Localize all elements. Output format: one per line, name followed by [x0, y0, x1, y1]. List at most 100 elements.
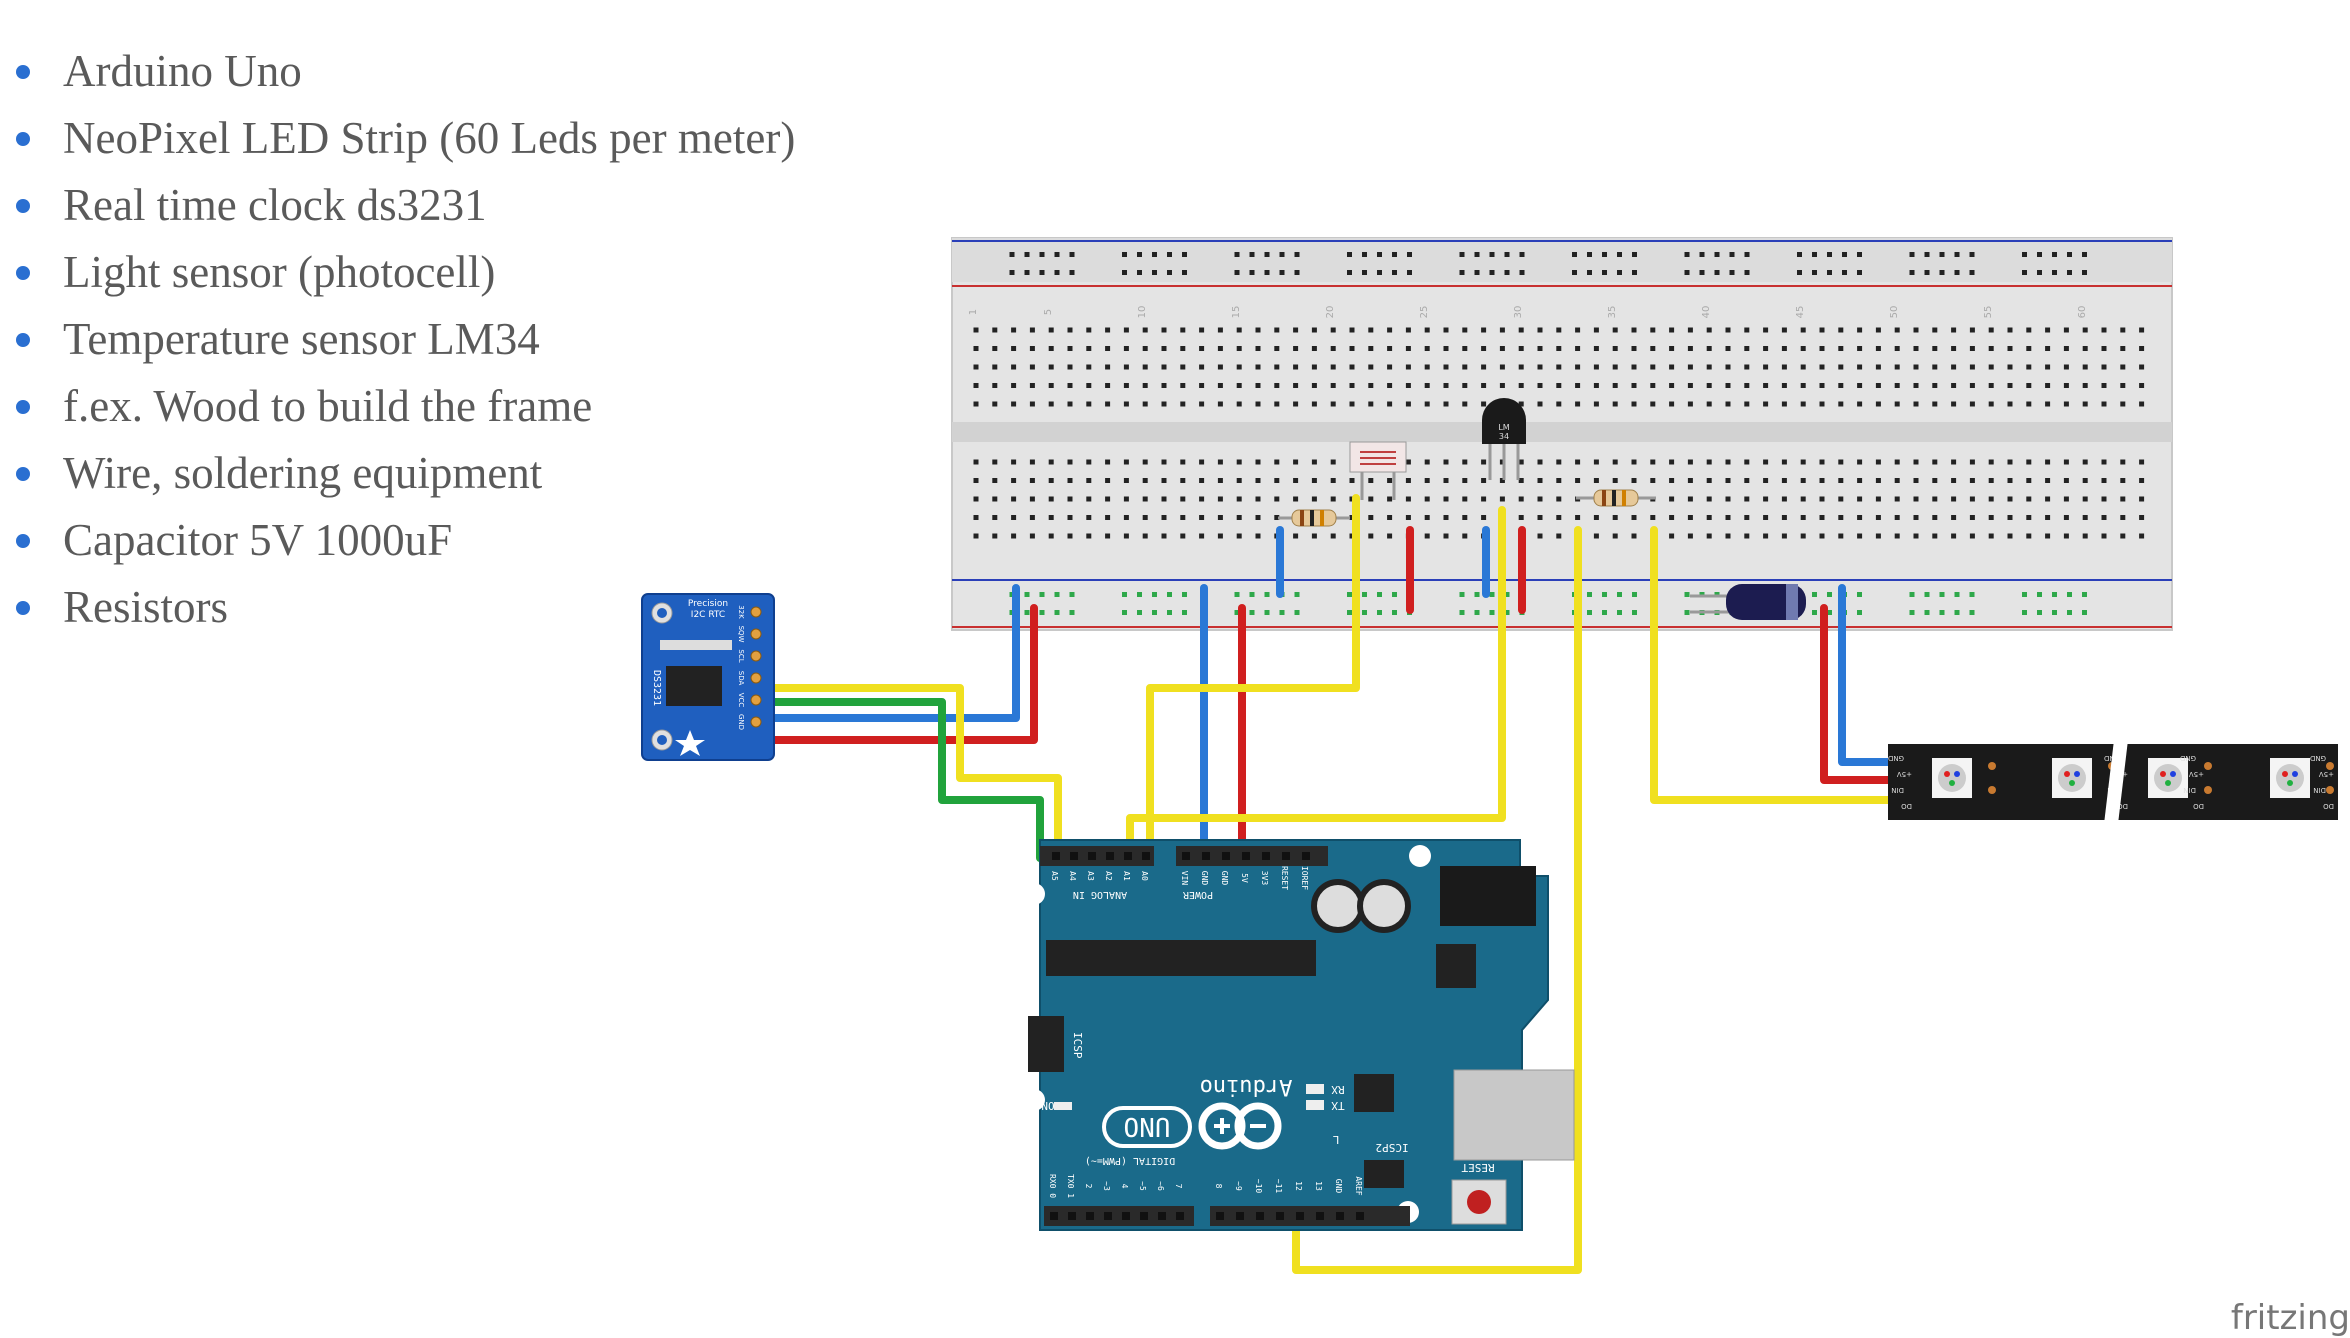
rtc-pin: [750, 716, 762, 728]
svg-text:L: L: [1332, 1133, 1339, 1146]
digital-pin-label: 8: [1214, 1184, 1223, 1189]
strip-label: GND: [2310, 754, 2326, 762]
rtc-pin-label: SCL: [737, 649, 745, 662]
digital-pin-label: RX0 0: [1048, 1174, 1057, 1198]
column-number: 5: [1043, 309, 1054, 315]
wires: [748, 494, 1894, 1274]
column-number: 45: [1795, 306, 1806, 319]
digital-pin-label: GND: [1334, 1179, 1343, 1194]
svg-text:I2C RTC: I2C RTC: [691, 610, 725, 620]
svg-text:LM34: LM34: [1498, 423, 1509, 441]
bullet-text: Real time clock ds3231: [63, 180, 487, 230]
header-hole: [1142, 852, 1150, 860]
bullet-item: NeoPixel LED Strip (60 Leds per meter): [0, 105, 795, 172]
column-number: 50: [1889, 306, 1900, 319]
svg-text:ICSP: ICSP: [1071, 1032, 1084, 1059]
strip-label: DO: [2193, 802, 2204, 810]
svg-text:Arduino: Arduino: [1200, 1074, 1293, 1099]
header-hole: [1052, 852, 1060, 860]
analog-pin-label: A2: [1104, 871, 1113, 881]
power-pin-label: IOREF: [1300, 866, 1309, 890]
arduino-logo: [1198, 1102, 1282, 1150]
rtc-pin: [750, 694, 762, 706]
header-hole: [1256, 1212, 1264, 1220]
bullet-dot-icon: [16, 132, 30, 146]
header-hole: [1088, 852, 1096, 860]
wire-data-pin12-yellow: [1292, 526, 1582, 1274]
analog-pin-label: A1: [1122, 871, 1131, 881]
rtc-pin-label: VCC: [737, 693, 745, 708]
wire-rtc-scl-yellow: [748, 684, 1062, 862]
analog-pin-label: A4: [1068, 871, 1077, 881]
header-hole: [1296, 1212, 1304, 1220]
strip-label: GND: [1888, 754, 1904, 762]
bullet-text: NeoPixel LED Strip (60 Leds per meter): [63, 113, 796, 163]
bullet-item: Capacitor 5V 1000uF: [0, 507, 795, 574]
bullet-text: Arduino Uno: [63, 46, 302, 96]
bullet-text: Light sensor (photocell): [63, 247, 496, 297]
bullet-dot-icon: [16, 199, 30, 213]
column-number: 35: [1607, 306, 1618, 319]
wire-photocell-a1-yellow: [1146, 494, 1360, 862]
power-pin-label: VIN: [1180, 871, 1189, 886]
resistor-1: [1278, 509, 1350, 527]
rtc-pin-label: SQW: [737, 626, 745, 643]
bullet-item: Arduino Uno: [0, 38, 795, 105]
bullet-text: f.ex. Wood to build the frame: [63, 381, 593, 431]
header-hole: [1104, 1212, 1112, 1220]
header-hole: [1106, 852, 1114, 860]
rtc-pin: [750, 606, 762, 618]
digital-pin-label: ~10: [1254, 1179, 1263, 1194]
svg-text:DS3231: DS3231: [651, 670, 662, 706]
photocell: [1349, 441, 1407, 500]
svg-text:RESET: RESET: [1461, 1161, 1494, 1174]
svg-text:ANALOG IN: ANALOG IN: [1073, 889, 1127, 900]
header-hole: [1316, 1212, 1324, 1220]
fritzing-watermark: fritzing: [2230, 1298, 2350, 1338]
bullet-dot-icon: [16, 400, 30, 414]
header-hole: [1070, 852, 1078, 860]
bullet-dot-icon: [16, 467, 30, 481]
rtc-pin: [750, 672, 762, 684]
digital-pin-label: ~3: [1102, 1181, 1111, 1191]
rtc-pin: [750, 628, 762, 640]
header-hole: [1086, 1212, 1094, 1220]
header-hole: [1216, 1212, 1224, 1220]
header-hole: [1282, 852, 1290, 860]
bullet-dot-icon: [16, 65, 30, 79]
wire-strip-gnd-blue: [1838, 584, 1894, 766]
digital-pin-label: ~6: [1156, 1181, 1165, 1191]
header-hole: [1336, 1212, 1344, 1220]
strip-label: DIN: [2183, 786, 2196, 794]
svg-text:Precision: Precision: [688, 599, 728, 609]
digital-pin-label: TX0 1: [1066, 1174, 1075, 1198]
column-number: 1: [968, 309, 979, 315]
digital-pin-label: 7: [1174, 1184, 1183, 1189]
bullet-text: Temperature sensor LM34: [63, 314, 540, 364]
power-pin-label: 3V3: [1260, 871, 1269, 886]
strip-label: GND: [2180, 754, 2196, 762]
column-number: 25: [1419, 306, 1430, 319]
column-number: 55: [1983, 306, 1994, 319]
bullet-item: Real time clock ds3231: [0, 172, 795, 239]
bullet-text: Resistors: [63, 582, 229, 632]
bullet-dot-icon: [16, 333, 30, 347]
digital-pin-label: ~5: [1138, 1181, 1147, 1191]
rtc-pin-label: SDA: [737, 671, 745, 686]
wire-rtc-gnd-blue: [748, 584, 1020, 722]
analog-pin-label: A0: [1140, 871, 1149, 881]
header-hole: [1302, 852, 1310, 860]
bullet-item: Resistors: [0, 574, 795, 641]
header-hole: [1262, 852, 1270, 860]
wire-strip-5v-red: [1820, 604, 1894, 784]
svg-text:POWER: POWER: [1182, 889, 1213, 900]
strip-label: DO: [2117, 802, 2128, 810]
svg-text:RX: RX: [1331, 1083, 1345, 1096]
header-hole: [1276, 1212, 1284, 1220]
analog-pin-label: A5: [1050, 871, 1059, 881]
column-number: 10: [1137, 306, 1148, 319]
column-number: 20: [1325, 306, 1336, 319]
column-number: 15: [1231, 306, 1242, 319]
